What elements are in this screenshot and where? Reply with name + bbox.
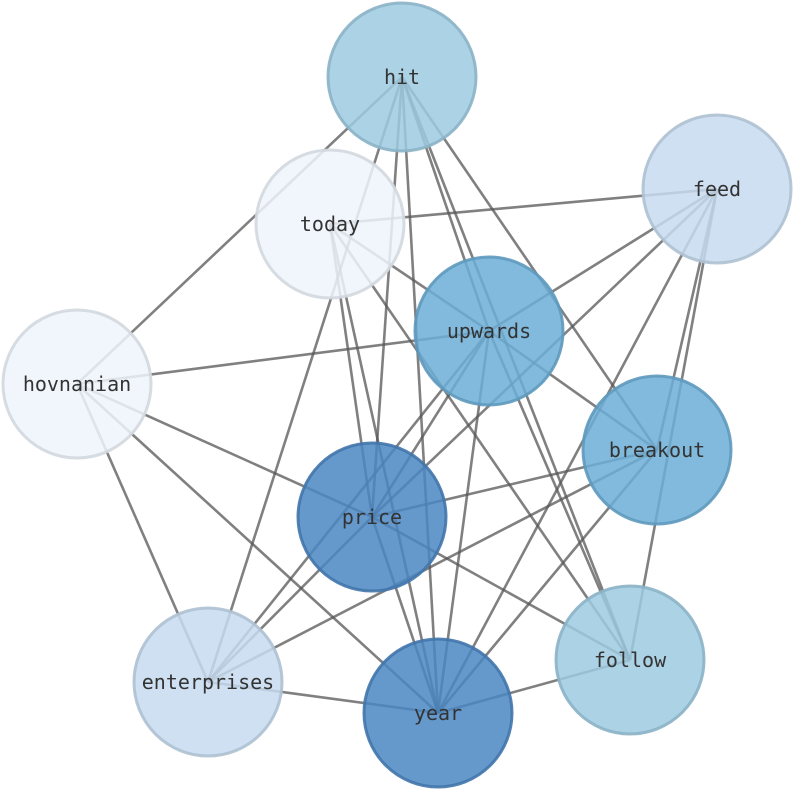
edge-hovnanian-year	[76, 383, 439, 714]
node-label-upwards: upwards	[447, 319, 531, 343]
edge-feed-year	[436, 188, 719, 714]
node-label-hit: hit	[384, 65, 420, 89]
edge-breakout-enterprises	[207, 448, 658, 684]
node-label-price: price	[342, 505, 402, 529]
node-label-year: year	[414, 701, 462, 725]
edge-hit-year	[400, 76, 440, 714]
node-breakout	[581, 374, 733, 526]
node-today	[254, 148, 406, 300]
node-upwards	[413, 255, 565, 407]
node-year	[362, 637, 514, 789]
node-label-breakout: breakout	[609, 438, 705, 462]
node-enterprises	[132, 606, 284, 758]
node-label-today: today	[300, 212, 360, 236]
node-price	[296, 441, 448, 593]
node-hit	[326, 1, 478, 153]
edge-today-follow	[328, 223, 632, 661]
node-follow	[554, 584, 706, 736]
node-feed	[641, 113, 793, 265]
node-label-hovnanian: hovnanian	[23, 372, 131, 396]
label-layer: hit feed today upwards hovnanian breakout pric…	[23, 65, 741, 725]
node-label-enterprises: enterprises	[142, 670, 274, 694]
node-label-follow: follow	[594, 648, 667, 672]
node-hovnanian	[1, 308, 153, 460]
node-label-feed: feed	[693, 177, 741, 201]
